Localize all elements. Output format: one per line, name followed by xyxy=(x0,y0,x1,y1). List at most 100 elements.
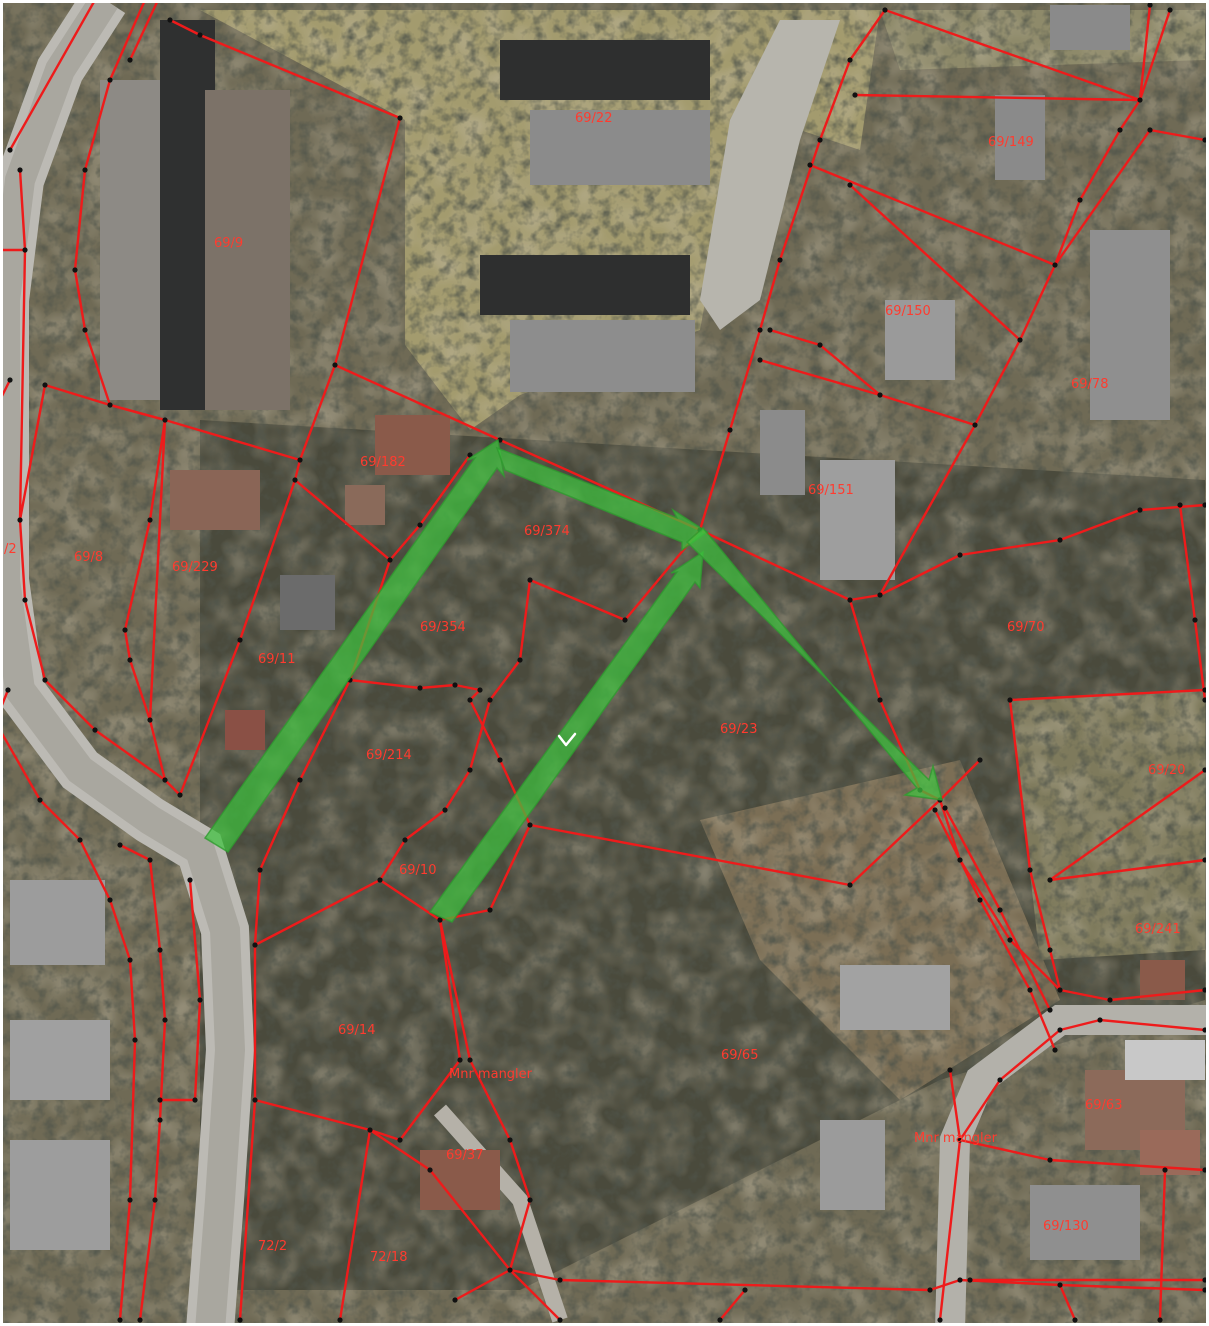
boundary-vertex xyxy=(972,422,978,428)
boundary-vertex xyxy=(957,1137,963,1143)
plot-label: 69/8 xyxy=(74,550,103,565)
boundary-vertex xyxy=(397,1137,403,1143)
boundary-vertex xyxy=(1202,137,1206,143)
boundary-vertex xyxy=(92,727,98,733)
boundary-vertex xyxy=(1202,1287,1206,1293)
boundary-vertex xyxy=(1192,617,1198,623)
boundary-vertex xyxy=(42,382,48,388)
plot-label: 69/150 xyxy=(885,304,931,319)
boundary-vertex xyxy=(1202,767,1206,773)
boundary-vertex xyxy=(467,1057,473,1063)
boundary-vertex xyxy=(72,267,78,273)
boundary-vertex xyxy=(1052,1047,1058,1053)
boundary-vertex xyxy=(17,167,23,173)
boundary-vertex xyxy=(467,767,473,773)
boundary-vertices xyxy=(5,3,1206,1323)
boundary-vertex xyxy=(807,162,813,168)
boundary-vertex xyxy=(37,797,43,803)
boundary-vertex xyxy=(127,957,133,963)
boundary-vertex xyxy=(527,822,533,828)
boundary-vertex xyxy=(332,362,338,368)
boundary-vertex xyxy=(82,167,88,173)
building xyxy=(10,5,1205,1260)
boundary-vertex xyxy=(727,427,733,433)
boundary-vertex xyxy=(7,147,13,153)
boundary-vertex xyxy=(107,897,113,903)
boundary-vertex xyxy=(292,477,298,483)
map-canvas[interactable]: 69/22 69/149 69/9 69/150 69/78 69/182 69… xyxy=(3,3,1206,1323)
boundary-vertex xyxy=(127,1197,133,1203)
boundary-vertex xyxy=(942,805,948,811)
plot-label: 69/14 xyxy=(338,1023,375,1038)
boundary-vertex xyxy=(237,1317,243,1323)
boundary-vertex xyxy=(1137,507,1143,513)
boundary-vertex xyxy=(757,327,763,333)
plot-label: 69/10 xyxy=(399,863,436,878)
boundary-vertex xyxy=(1202,697,1206,703)
boundary-vertex xyxy=(252,1097,258,1103)
boundary-vertex xyxy=(1007,697,1013,703)
chevron-down-icon xyxy=(557,732,577,747)
boundary-vertex xyxy=(197,997,203,1003)
boundary-vertex xyxy=(417,522,423,528)
boundary-vertex xyxy=(1202,987,1206,993)
boundary-vertex xyxy=(1027,987,1033,993)
boundary-vertex xyxy=(457,1057,463,1063)
plot-label: 69/151 xyxy=(808,483,854,498)
boundary-vertex xyxy=(117,842,123,848)
route-arrows xyxy=(203,438,944,923)
boundary-vertex xyxy=(757,357,763,363)
boundary-vertex xyxy=(452,1297,458,1303)
plot-label: 72/2 xyxy=(258,1239,287,1254)
boundary-vertex xyxy=(1107,997,1113,1003)
boundary-vertex xyxy=(187,877,193,883)
boundary-vertex xyxy=(157,1097,163,1103)
boundary-vertex xyxy=(1017,337,1023,343)
plot-label: 69/22 xyxy=(575,111,612,126)
boundary-vertex xyxy=(387,557,393,563)
plot-label: 69/241 xyxy=(1135,922,1181,937)
plot-label: 69/9 xyxy=(214,236,243,251)
boundary-vertex xyxy=(22,597,28,603)
boundary-vertex xyxy=(977,897,983,903)
boundary-vertex xyxy=(717,1317,723,1323)
boundary-vertex xyxy=(82,327,88,333)
plot-label: 69/23 xyxy=(720,722,757,737)
boundary-vertex xyxy=(377,877,383,883)
boundary-vertex xyxy=(152,1197,158,1203)
boundary-vertex xyxy=(997,1077,1003,1083)
boundary-vertex xyxy=(237,637,243,643)
boundary-vertex xyxy=(957,857,963,863)
boundary-vertex xyxy=(132,1037,138,1043)
boundary-vertex xyxy=(467,452,473,458)
boundary-vertex xyxy=(852,92,858,98)
plot-label: 69/374 xyxy=(524,524,570,539)
plot-label: 69/130 xyxy=(1043,1219,1089,1234)
boundary-vertex xyxy=(517,657,523,663)
boundary-vertex xyxy=(1007,937,1013,943)
boundary-vertex xyxy=(42,677,48,683)
boundary-vertex xyxy=(297,457,303,463)
boundary-vertex xyxy=(477,687,483,693)
boundary-vertex xyxy=(1202,502,1206,508)
boundary-vertex xyxy=(427,1167,433,1173)
boundary-vertex xyxy=(1202,687,1206,693)
boundary-vertex xyxy=(417,685,423,691)
boundary-vertex xyxy=(162,417,168,423)
boundary-vertex xyxy=(1047,1007,1053,1013)
boundary-vertex xyxy=(77,837,83,843)
plot-label: 72/18 xyxy=(370,1250,407,1265)
boundary-vertex xyxy=(847,882,853,888)
plot-label: 69/70 xyxy=(1007,620,1044,635)
boundary-vertex xyxy=(147,517,153,523)
boundary-vertex xyxy=(1202,1277,1206,1283)
boundary-vertex xyxy=(117,1317,123,1323)
boundary-vertex xyxy=(442,807,448,813)
boundary-vertex xyxy=(927,1287,933,1293)
boundary-vertex xyxy=(402,837,408,843)
boundary-vertex xyxy=(947,1067,953,1073)
boundary-vertex xyxy=(177,792,183,798)
boundary-vertex xyxy=(252,942,258,948)
boundary-vertex xyxy=(137,1317,143,1323)
